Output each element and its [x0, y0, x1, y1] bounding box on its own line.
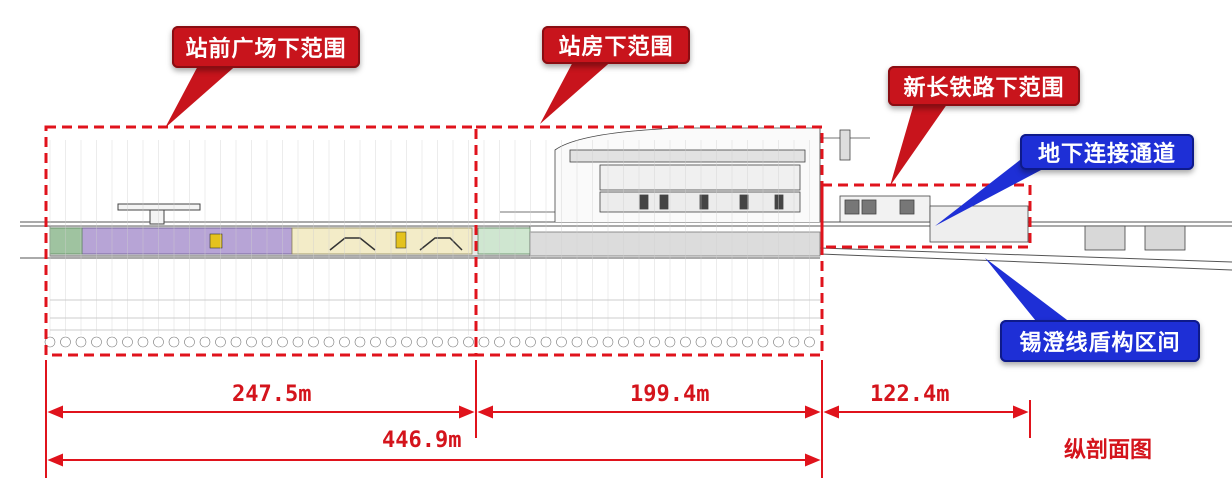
drawing-caption: 纵剖面图 — [1064, 438, 1153, 463]
axis-circle — [680, 336, 691, 348]
underground-box — [49, 225, 821, 257]
axis-circle — [277, 336, 288, 348]
axis-circle — [633, 336, 645, 348]
axis-circle — [788, 336, 800, 348]
overpass — [117, 203, 201, 225]
plaza-pointer — [165, 62, 240, 128]
axis-circle — [757, 336, 769, 348]
axis-circle — [122, 336, 133, 348]
axis-circle — [292, 336, 304, 348]
passage-callout-label: 地下连接通道 — [1020, 134, 1194, 170]
plaza-span-label: 247.5m — [232, 382, 312, 407]
axis-circle — [463, 336, 474, 348]
station-callout-label: 站房下范围 — [542, 26, 690, 64]
station-pointer — [540, 58, 615, 124]
total-span-label: 446.9m — [382, 428, 462, 453]
axis-circle — [742, 336, 753, 348]
axis-circle — [416, 336, 428, 348]
axis-ticks — [44, 140, 815, 348]
zone-outlines — [44, 125, 1032, 357]
axis-circle — [354, 336, 366, 348]
axis-circle — [44, 336, 56, 348]
axis-grid — [50, 299, 820, 331]
axis-circle — [339, 336, 350, 348]
axis-circle — [432, 336, 443, 348]
axis-circle — [773, 336, 784, 348]
axis-circle — [509, 336, 521, 348]
axis-circle — [385, 336, 397, 348]
plaza-callout-label: 站前广场下范围 — [172, 26, 360, 68]
axis-circle — [478, 336, 490, 348]
axis-circle — [75, 336, 87, 348]
railway-zone — [820, 183, 1032, 249]
railway-span-label: 122.4m — [870, 382, 950, 407]
axis-circle — [137, 336, 149, 348]
axis-circle — [215, 336, 226, 348]
axis-circle — [153, 336, 164, 348]
axis-circle — [447, 336, 459, 348]
axis-circle — [370, 336, 381, 348]
railway-callout-label: 新长铁路下范围 — [888, 66, 1080, 106]
station-span-label: 199.4m — [630, 382, 710, 407]
station-building — [500, 127, 870, 222]
axis-circle — [246, 336, 257, 348]
axis-circle — [323, 336, 335, 348]
axis-circle — [649, 336, 660, 348]
axis-circle — [602, 336, 614, 348]
callout-pointers — [165, 58, 1075, 326]
axis-circle — [587, 336, 598, 348]
axis-circle — [308, 336, 319, 348]
axis-circle — [726, 336, 738, 348]
shield-callout-label: 锡澄线盾构区间 — [1000, 320, 1200, 362]
railway-section — [839, 195, 1186, 251]
axis-circle — [261, 336, 273, 348]
axis-circle — [525, 336, 536, 348]
shield-pointer — [985, 258, 1075, 326]
dimension-lines — [45, 360, 1031, 478]
axis-circle — [695, 336, 707, 348]
axis-circle — [60, 336, 71, 348]
axis-circle — [184, 336, 195, 348]
station-zone — [474, 125, 824, 357]
axis-circle — [711, 336, 722, 348]
axis-circle — [106, 336, 118, 348]
axis-circle — [230, 336, 242, 348]
axis-circle — [199, 336, 211, 348]
axis-circle — [540, 336, 552, 348]
axis-circle — [91, 336, 102, 348]
axis-circle — [664, 336, 676, 348]
passage-pointer — [935, 160, 1060, 226]
axis-circle — [401, 336, 412, 348]
axis-circle — [804, 336, 815, 348]
axis-circle — [571, 336, 583, 348]
axis-circle — [618, 336, 629, 348]
axis-circle — [556, 336, 567, 348]
railway-pointer — [890, 100, 950, 186]
axis-circle — [168, 336, 180, 348]
axis-circle — [494, 336, 505, 348]
